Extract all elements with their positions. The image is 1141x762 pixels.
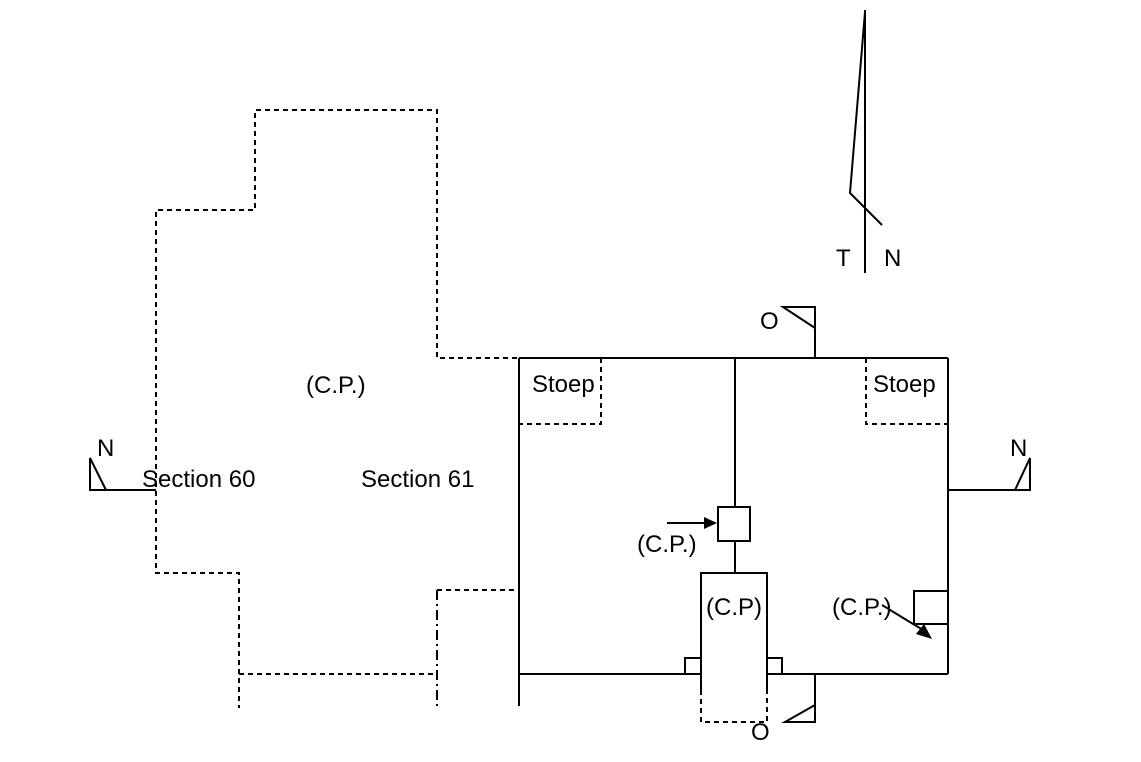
section-61-label: Section 61: [361, 466, 474, 493]
central-extension: [684, 572, 783, 723]
true-north-t-label: T: [836, 245, 851, 272]
cp-arrow-right: [881, 604, 932, 639]
stoep-left-label: Stoep: [532, 371, 595, 398]
stoep-right-label: Stoep: [873, 371, 936, 398]
east-n-flag: N: [948, 435, 1031, 491]
cp-right-label: (C.P.): [832, 594, 892, 621]
cp-box-right: [913, 590, 949, 625]
section-60-label: Section 60: [142, 466, 255, 493]
cp-center-label: (C.P): [706, 594, 762, 621]
east-n-label: N: [1010, 435, 1027, 462]
stoep-right: Stoep: [865, 358, 948, 425]
section-boundary-dashed: [155, 109, 517, 708]
building-outline: [518, 357, 949, 706]
cp-main-label: (C.P.): [306, 372, 366, 399]
cp-arrow-left-label: (C.P.): [637, 531, 697, 558]
cp-arrow-left: [667, 517, 717, 529]
stoep-left: Stoep: [519, 358, 602, 425]
true-north-arrow: T N: [836, 10, 901, 273]
true-north-n-label: N: [884, 245, 901, 272]
o-top-label: O: [760, 308, 779, 335]
o-flag-top: O: [760, 306, 816, 358]
o-flag-bottom: O: [751, 674, 816, 746]
west-n-label: N: [97, 435, 114, 462]
cp-box-center: [717, 506, 751, 542]
o-bottom-label: O: [751, 719, 770, 746]
west-n-flag: N: [89, 435, 156, 491]
